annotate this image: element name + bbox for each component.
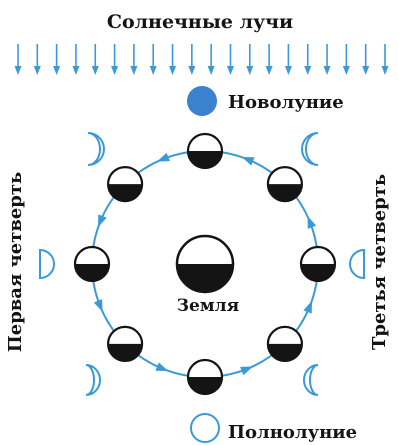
sun-ray-arrow: [111, 44, 119, 75]
sun-ray-arrow: [14, 44, 22, 75]
orbit-moons: [73, 132, 337, 396]
sun-rays: [14, 44, 389, 75]
earth-label: Земля: [177, 296, 239, 316]
orbit-arrow: [97, 214, 107, 228]
sun-rays-title: Солнечные лучи: [107, 11, 293, 33]
sun-ray-arrow: [362, 44, 370, 75]
third-quarter-icon: [349, 248, 365, 280]
moon-left: [73, 245, 111, 283]
sun-ray-arrow: [72, 44, 80, 75]
sun-ray-arrow: [188, 44, 196, 75]
orbit-arrow: [93, 299, 103, 312]
orbit-arrow: [157, 152, 170, 162]
orbit-arrow: [240, 366, 253, 376]
moon-top: [186, 132, 224, 170]
sun-ray-arrow: [342, 44, 350, 75]
waning-gibbous-icon: [303, 364, 319, 396]
sun-ray-arrow: [246, 44, 254, 75]
moon-lower-right: [266, 325, 304, 363]
sun-ray-arrow: [53, 44, 61, 75]
sun-ray-arrow: [91, 44, 99, 75]
sun-ray-arrow: [207, 44, 215, 75]
sun-ray-arrow: [226, 44, 234, 75]
first-quarter-label: Первая четверть: [5, 172, 26, 352]
sun-ray-arrow: [149, 44, 157, 75]
sun-ray-arrow: [381, 44, 389, 75]
waxing-gibbous-icon: [85, 364, 101, 396]
full-moon-icon: [190, 413, 220, 443]
orbit-arrow: [307, 216, 317, 229]
sun-ray-arrow: [265, 44, 273, 75]
orbit-direction-arrows: [93, 152, 317, 376]
orbit-arrow: [155, 362, 169, 372]
first-quarter-icon: [39, 248, 55, 280]
sun-ray-arrow: [304, 44, 312, 75]
sun-ray-arrow: [130, 44, 138, 75]
third-quarter-label: Третья четверть: [369, 174, 390, 350]
sun-ray-arrow: [33, 44, 41, 75]
new-moon-label: Новолуние: [228, 92, 344, 113]
full-moon-label: Полнолуние: [228, 422, 357, 443]
earth-night-side: [177, 264, 233, 292]
moon-lower-left: [106, 325, 144, 363]
waning-crescent-icon: [301, 132, 319, 166]
earth: [175, 234, 235, 294]
sun-ray-arrow: [323, 44, 331, 75]
moon-right: [299, 245, 337, 283]
orbit-arrow: [303, 300, 313, 314]
new-moon-icon: [187, 86, 217, 116]
outer-phase-shapes: [39, 132, 365, 396]
moon-bottom: [186, 358, 224, 396]
orbit-arrow: [241, 156, 255, 166]
moon-upper-left: [106, 165, 144, 203]
sun-ray-arrow: [169, 44, 177, 75]
moon-upper-right: [266, 165, 304, 203]
waxing-crescent-icon: [87, 132, 105, 166]
sun-ray-arrow: [284, 44, 292, 75]
